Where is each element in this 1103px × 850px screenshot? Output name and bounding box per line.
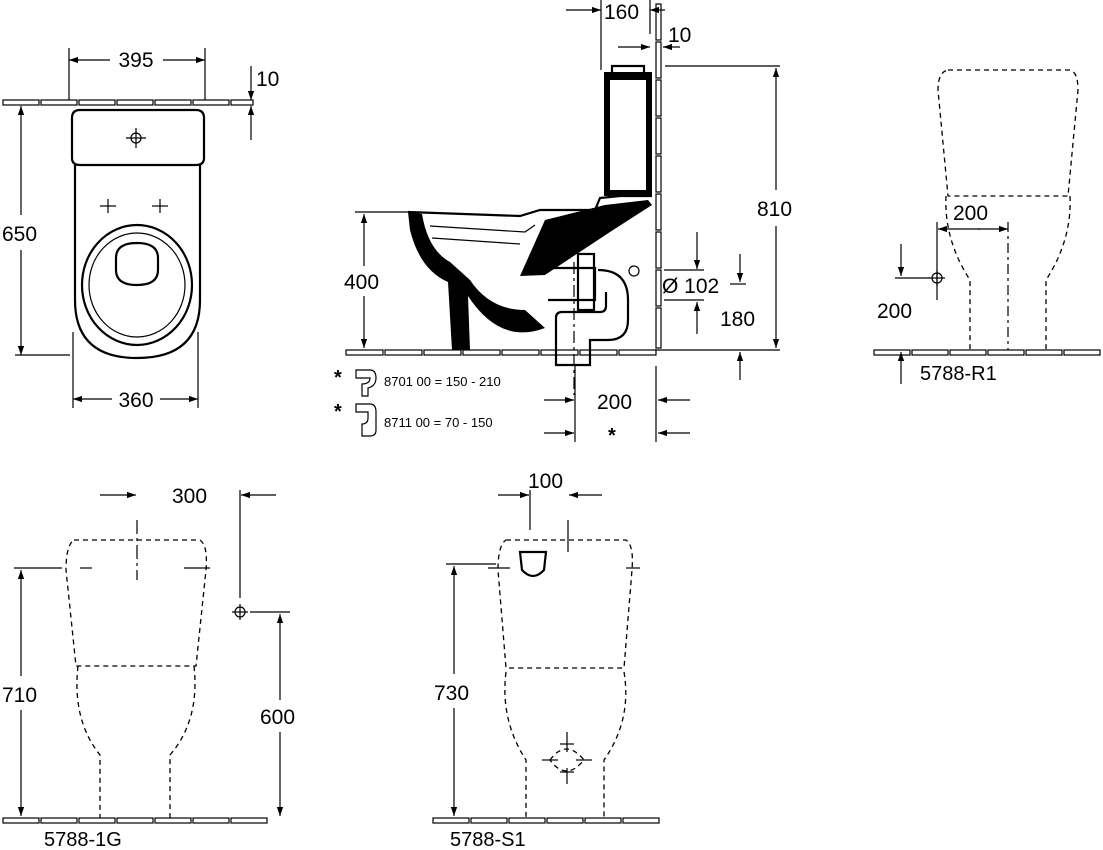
floor-outlet-icon [542,732,592,784]
bowl-shell [408,212,545,350]
dim-side-seat-height: 400 [344,271,379,294]
flush-button-icon [126,128,146,148]
tank-outline [70,108,206,167]
front-view-1g: 300 600 710 5788-1G [2,485,295,850]
dim-1g-height: 710 [2,684,37,707]
accessory-marker: * [334,401,342,423]
dim-top-base-width: 360 [118,389,153,412]
dim-side-pipe-diameter: Ø 102 [662,275,719,298]
accessory-label: 8701 00 = 150 - 210 [384,374,501,389]
model-label-r1: 5788-R1 [920,363,997,385]
bowl-opening [114,241,160,287]
bend-connector-icon [355,369,377,397]
accessory-item: * 8701 00 = 150 - 210 [334,367,501,397]
flush-valve-icon [518,550,548,578]
dim-s1-height: 730 [434,682,469,705]
tank-hidden-outline [65,539,208,667]
outlet-pipe [548,266,597,302]
dim-top-width: 395 [118,49,153,72]
dim-top-depth: 650 [2,223,37,246]
dim-1g-offset: 300 [172,485,207,508]
top-view: 395 10 650 360 [2,48,279,412]
seat-inner [88,232,186,338]
dim-s1-offset: 100 [528,470,563,493]
accessory-marker: * [334,367,342,389]
model-label-1g: 5788-1G [44,829,122,850]
accessory-list: * 8701 00 = 150 - 210 * 8711 00 = 70 - 1… [334,367,501,437]
bowl-outline [73,165,202,360]
side-view-floor [345,349,657,356]
connector-bend [554,268,630,367]
seat-outline [80,223,194,347]
rim-line [407,194,652,218]
dim-side-floor-offset: 200 [597,391,632,414]
side-view: 160 10 810 400 Ø 102 180 200 * [344,0,792,447]
accessory-item: * 8711 00 = 70 - 150 [334,401,493,437]
model-label-s1: 5788-S1 [450,829,526,850]
dim-r1-height: 200 [877,300,912,323]
tank-hidden-outline [937,69,1079,197]
dim-side-tank-offset: 160 [604,1,639,24]
dim-side-height: 810 [757,198,792,221]
dim-r1-width: 200 [953,202,988,225]
inlet-point-icon [232,604,248,620]
accessory-label: 8711 00 = 70 - 150 [384,415,493,430]
dim-1g-inlet-height: 600 [260,706,295,729]
front-view-s1: 100 730 5788-S1 [432,470,660,850]
trap-section [520,200,652,276]
footnote-marker: * [608,425,616,447]
side-view-wall [655,3,662,349]
fixing-point-icon [100,199,168,213]
straight-connector-icon [355,403,377,437]
inlet-point-icon [929,270,945,286]
front-view-r1: 200 200 5788-R1 [873,69,1101,385]
flush-button [610,64,646,76]
tank-hidden-outline [497,539,634,669]
dim-side-wall-gap: 10 [668,24,691,47]
dim-side-outlet-height: 180 [720,308,755,331]
top-view-wall [2,99,254,106]
dim-top-wall-gap: 10 [256,68,279,91]
